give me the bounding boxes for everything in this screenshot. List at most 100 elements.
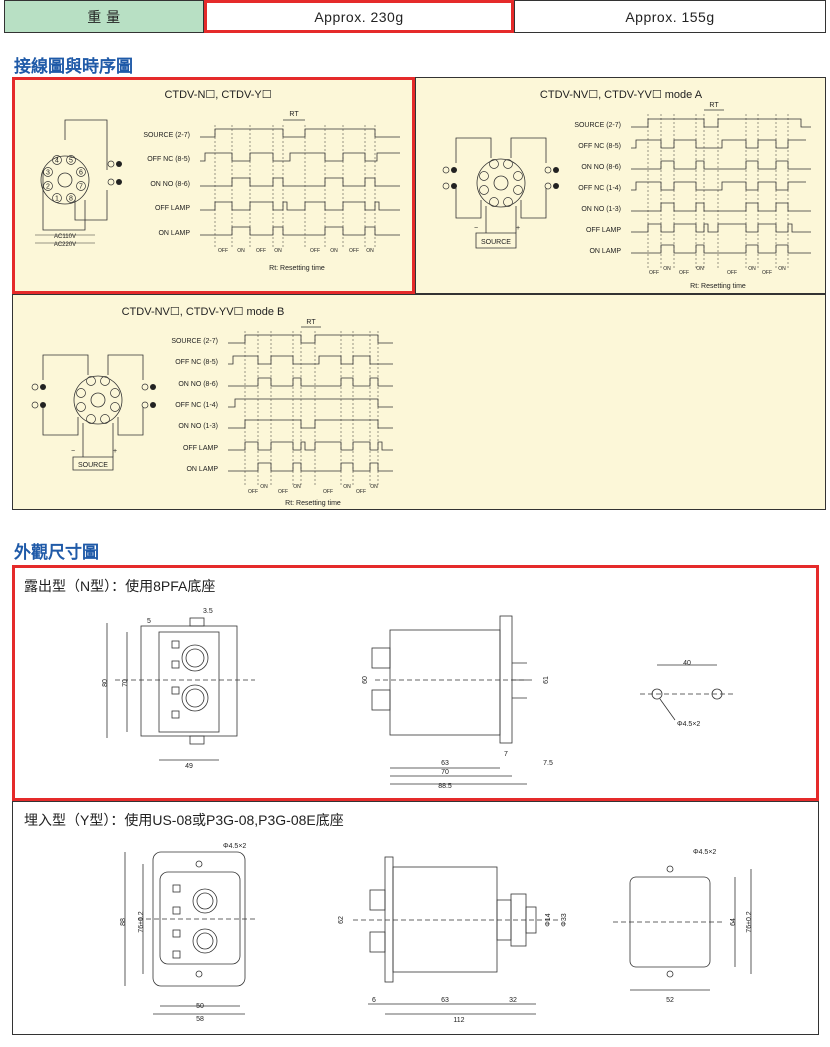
b-minus: − xyxy=(71,448,75,455)
n-d7: 7 xyxy=(504,751,508,758)
ny-signal-3: OFF LAMP xyxy=(155,205,190,212)
n-d70: 70 xyxy=(122,679,129,687)
a-on-0: ON xyxy=(663,266,671,272)
n-d80: 80 xyxy=(102,679,109,687)
b-on-3: ON xyxy=(370,484,378,490)
a-on-1: ON xyxy=(696,266,704,272)
ny-off-0: OFF xyxy=(218,248,228,254)
ny-socket xyxy=(40,119,108,231)
y-d33: Φ33 xyxy=(561,913,568,926)
ny-on-0: ON xyxy=(237,248,245,254)
diagram-a-rt: RT xyxy=(709,102,719,109)
a-minus: − xyxy=(474,225,478,232)
dims-n-panel xyxy=(12,565,819,801)
ny-pins: 4 5 3 6 2 7 1 8 xyxy=(43,155,86,203)
weight-value-a: Approx. 230g xyxy=(314,8,404,25)
svg-text:5: 5 xyxy=(69,158,73,165)
weight-label: 重 量 xyxy=(87,8,121,25)
b-signal-3: OFF NC (1-4) xyxy=(175,402,218,409)
dims-y-panel xyxy=(12,801,819,1035)
svg-text:3: 3 xyxy=(46,170,50,177)
n-d70b: 70 xyxy=(441,769,449,776)
a-signal-2: ON NO (8-6) xyxy=(581,164,621,171)
y-d58: 58 xyxy=(196,1016,204,1023)
diagram-b-svg: CTDV-NV☐, CTDV-YV☐ mode B RT SOURCE (2-7… xyxy=(31,306,393,507)
svg-text:4: 4 xyxy=(55,158,59,165)
svg-text:1: 1 xyxy=(55,196,59,203)
n-d49: 49 xyxy=(185,763,193,770)
n-d63: 63 xyxy=(441,760,449,767)
b-off-2: OFF xyxy=(323,489,333,495)
y-d76: 76±0.2 xyxy=(138,911,145,932)
a-off-3: OFF xyxy=(762,270,772,276)
a-on-3: ON xyxy=(778,266,786,272)
ny-lamps xyxy=(107,160,122,186)
ny-off-3: OFF xyxy=(349,248,359,254)
b-on-0: ON xyxy=(260,484,268,490)
b-source: SOURCE xyxy=(78,462,108,469)
svg-text:2: 2 xyxy=(46,184,50,191)
diagram-ny-panel: CTDV-N☐, CTDV-Y☐ RT SOURCE (2-7) OFF NC … xyxy=(12,77,415,294)
ny-off-1: OFF xyxy=(256,248,266,254)
ny-signal-1: OFF NC (8-5) xyxy=(147,156,190,163)
y-d32: 32 xyxy=(509,997,517,1004)
a-signal-1: OFF NC (8-5) xyxy=(578,143,621,150)
b-off-0: OFF xyxy=(248,489,258,495)
y-d6: 6 xyxy=(372,997,376,1004)
y-d76b: 76±0.2 xyxy=(746,911,753,932)
b-signal-1: OFF NC (8-5) xyxy=(175,359,218,366)
b-lamps xyxy=(31,383,156,409)
a-lamps xyxy=(442,166,559,190)
ny-on-3: ON xyxy=(366,248,374,254)
diagram-a-title: CTDV-NV☐, CTDV-YV☐ mode A xyxy=(540,89,703,101)
diagram-b-panel: CTDV-NV☐, CTDV-YV☐ mode B RT SOURCE (2-7… xyxy=(12,294,826,510)
b-signal-4: ON NO (1-3) xyxy=(178,423,218,430)
n-d60: 60 xyxy=(362,676,369,684)
n-d40: 40 xyxy=(683,660,691,667)
weight-label-cell: 重 量 xyxy=(4,0,204,33)
a-signal-4: ON NO (1-3) xyxy=(581,206,621,213)
dims-y-caption: 埋入型（Y型）：使用US-08或P3G-08,P3G-08E底座 xyxy=(24,812,344,828)
a-note: Rt: Resetting time xyxy=(690,283,746,290)
n-d35: 3.5 xyxy=(203,608,213,615)
n-hole-view xyxy=(640,664,735,721)
ny-signal-2: ON NO (8-6) xyxy=(150,181,190,188)
ny-on-2: ON xyxy=(330,248,338,254)
y-front-view xyxy=(124,851,258,1015)
a-off-1: OFF xyxy=(679,270,689,276)
y-d52: 52 xyxy=(666,997,674,1004)
y-d50: 50 xyxy=(196,1003,204,1010)
ny-signal-0: SOURCE (2-7) xyxy=(143,132,190,139)
n-side-view xyxy=(371,615,535,785)
y-d112: 112 xyxy=(453,1017,464,1024)
ny-waveforms xyxy=(200,125,400,248)
y-d88: 88 xyxy=(120,918,127,926)
diagram-a-svg: CTDV-NV☐, CTDV-YV☐ mode A RT SOURCE (2-7… xyxy=(442,89,811,290)
b-signal-5: OFF LAMP xyxy=(183,445,218,452)
b-plus: + xyxy=(113,448,117,455)
a-off-2: OFF xyxy=(727,270,737,276)
a-socket xyxy=(455,137,547,249)
weight-value-b-cell: Approx. 155g xyxy=(514,0,826,33)
ny-signal-4: ON LAMP xyxy=(158,230,190,237)
y-side-view xyxy=(353,856,558,1015)
a-signal-3: OFF NC (1-4) xyxy=(578,185,621,192)
ny-on-1: ON xyxy=(274,248,282,254)
diagram-b-title: CTDV-NV☐, CTDV-YV☐ mode B xyxy=(122,306,285,318)
a-on-2: ON xyxy=(748,266,756,272)
diagram-ny-rt: RT xyxy=(289,111,299,118)
b-signal-0: SOURCE (2-7) xyxy=(171,338,218,345)
a-signal-0: SOURCE (2-7) xyxy=(574,122,621,129)
svg-text:6: 6 xyxy=(79,170,83,177)
dims-n-svg: 3.5 5 80 70 49 60 61 63 7 7.5 70 88.5 40… xyxy=(102,608,735,790)
diagram-ny-svg: CTDV-N☐, CTDV-Y☐ RT SOURCE (2-7) OFF NC … xyxy=(35,89,400,272)
diagram-a-panel: CTDV-NV☐, CTDV-YV☐ mode A RT SOURCE (2-7… xyxy=(415,77,826,294)
a-signal-5: OFF LAMP xyxy=(586,227,621,234)
b-pins xyxy=(76,376,120,424)
n-front-view xyxy=(106,617,255,761)
y-cutout-view xyxy=(613,865,752,991)
y-hole2: Φ4.5×2 xyxy=(693,849,716,856)
b-off-1: OFF xyxy=(278,489,288,495)
ny-note: Rt: Resetting time xyxy=(269,265,325,272)
y-hole: Φ4.5×2 xyxy=(223,843,246,850)
